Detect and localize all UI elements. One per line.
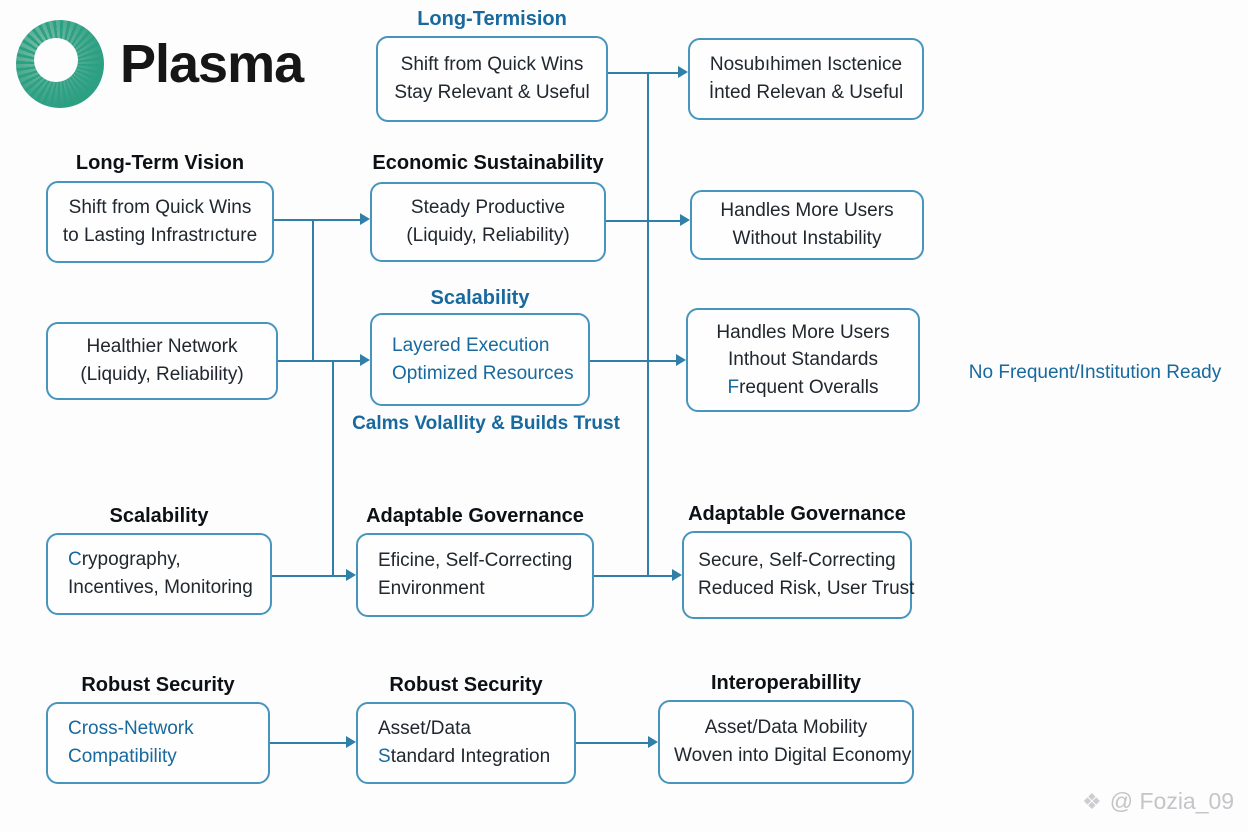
box-line: Eficine, Self-Correcting bbox=[378, 550, 573, 572]
box-line: Healthier Network bbox=[86, 336, 238, 358]
title-long-term-vision: Long-Term Vision bbox=[75, 152, 245, 174]
title-robust-security-left: Robust Security bbox=[81, 674, 235, 696]
box-line: Standard Integration bbox=[378, 746, 551, 767]
box-standard-integration: Asset/Data Standard Integration bbox=[356, 702, 576, 784]
box-line: Nosubıhimen Isctenice bbox=[709, 54, 903, 76]
box-line: Woven into Digital Economy bbox=[674, 745, 912, 766]
side-note: No Frequent/Institution Ready bbox=[968, 362, 1222, 383]
connector-left1-mid1 bbox=[274, 219, 362, 221]
box-line: Optimized Resources bbox=[392, 362, 574, 384]
box-digital-economy: Asset/Data Mobility Woven into Digital E… bbox=[658, 700, 914, 784]
connector-mid1-right1 bbox=[606, 220, 682, 222]
box-shift-stay-relevant: Shift from Quick Wins Stay Relevant & Us… bbox=[376, 36, 608, 122]
caption-calms-volatility: Calms Volallity & Builds Trust bbox=[352, 413, 620, 434]
box-line: Reduced Risk, User Trust bbox=[698, 578, 915, 599]
box-line: Cross-Network bbox=[68, 718, 194, 740]
title-long-termision: Long-Termision bbox=[417, 8, 567, 30]
box-line: Stay Relevant & Useful bbox=[394, 82, 590, 103]
box-line: Asset/Data bbox=[378, 718, 471, 740]
title-adaptable-governance-right: Adaptable Governance bbox=[688, 503, 906, 525]
connector-bl-bm bbox=[270, 742, 348, 744]
arrowhead-topmid-topright bbox=[678, 66, 688, 78]
box-line: Inthout Standards bbox=[728, 349, 878, 371]
watermark-gem-icon: ❖ bbox=[1082, 788, 1102, 814]
connector-mid3-right3 bbox=[594, 575, 674, 577]
arrowhead-mid3-right3 bbox=[672, 569, 682, 581]
connector-left2-mid2 bbox=[278, 360, 362, 362]
box-steady-productive: Steady Productive (Liquidy, Reliability) bbox=[370, 182, 606, 262]
box-line: to Lasting Infrastrıcture bbox=[62, 225, 258, 246]
box-line: Asset/Data Mobility bbox=[704, 717, 868, 739]
box-line: Handles More Users bbox=[716, 321, 890, 343]
box-line: (Liquidy, Reliability) bbox=[80, 364, 244, 385]
box-line: Without Instability bbox=[732, 228, 882, 249]
connector-mid2-right2 bbox=[590, 360, 678, 362]
arrowhead-left1-mid1 bbox=[360, 213, 370, 225]
title-scalability-left: Scalability bbox=[109, 505, 209, 527]
title-adaptable-governance-mid: Adaptable Governance bbox=[366, 505, 584, 527]
connector-bm-br bbox=[576, 742, 650, 744]
title-interoperability: Interoperabillity bbox=[710, 672, 862, 694]
arrowhead-left3-mid3 bbox=[346, 569, 356, 581]
box-line: Shift from Quick Wins bbox=[400, 54, 584, 76]
box-line: Handles More Users bbox=[720, 200, 894, 222]
watermark: ❖ @ Fozia_09 bbox=[1082, 788, 1234, 815]
connector-left3-mid3 bbox=[272, 575, 348, 577]
box-line: Incentives, Monitoring bbox=[68, 577, 253, 598]
box-layered-execution: Layered Execution Optimized Resources bbox=[370, 313, 590, 406]
arrowhead-bl-bm bbox=[346, 736, 356, 748]
connector-branch-v1 bbox=[312, 219, 314, 361]
box-healthier-network: Healthier Network (Liquidy, Reliability) bbox=[46, 322, 278, 400]
box-line: Compatibility bbox=[68, 746, 177, 767]
plasma-logo: Plasma bbox=[16, 20, 304, 108]
box-cryptography-incentives: Crypography, Incentives, Monitoring bbox=[46, 533, 272, 615]
connector-spine-v3 bbox=[647, 72, 649, 577]
watermark-handle: @ Fozia_09 bbox=[1109, 788, 1235, 814]
title-robust-security-mid: Robust Security bbox=[389, 674, 543, 696]
arrowhead-mid2-right2 bbox=[676, 354, 686, 366]
box-line: Secure, Self-Correcting bbox=[698, 550, 896, 572]
connector-branch-v2 bbox=[332, 360, 334, 577]
title-economic-sustainability: Economic Sustainability bbox=[372, 152, 604, 174]
box-self-correcting-environment: Eficine, Self-Correcting Environment bbox=[356, 533, 594, 617]
box-cross-network-compatibility: Cross-Network Compatibility bbox=[46, 702, 270, 784]
box-line: Steady Productive bbox=[410, 197, 566, 219]
box-line: (Liquidy, Reliability) bbox=[406, 225, 570, 246]
box-without-instability: Handles More Users Without Instability bbox=[690, 190, 924, 260]
arrowhead-mid1-right1 bbox=[680, 214, 690, 226]
connector-topmid-topright bbox=[608, 72, 680, 74]
box-line: Layered Execution bbox=[392, 334, 550, 356]
title-scalability-mid: Scalability bbox=[430, 287, 530, 309]
box-reduced-risk-user-trust: Secure, Self-Correcting Reduced Risk, Us… bbox=[682, 531, 915, 619]
box-frequent-overalls: Handles More Users Inthout Standards Fre… bbox=[686, 308, 920, 412]
plasma-logo-icon bbox=[16, 20, 104, 108]
arrowhead-bm-br bbox=[648, 736, 658, 748]
box-lasting-infrastructure: Shift from Quick Wins to Lasting Infrast… bbox=[46, 181, 274, 263]
box-nosubihimen: Nosubıhimen Isctenice İnted Relevan & Us… bbox=[688, 38, 924, 120]
brand-name: Plasma bbox=[120, 34, 304, 94]
box-line: Frequent Overalls bbox=[727, 376, 879, 398]
arrowhead-left2-mid2 bbox=[360, 354, 370, 366]
box-line: Shift from Quick Wins bbox=[68, 197, 252, 219]
box-line: Crypography, bbox=[68, 549, 181, 571]
box-line: İnted Relevan & Useful bbox=[708, 82, 904, 103]
box-line: Environment bbox=[378, 578, 485, 599]
